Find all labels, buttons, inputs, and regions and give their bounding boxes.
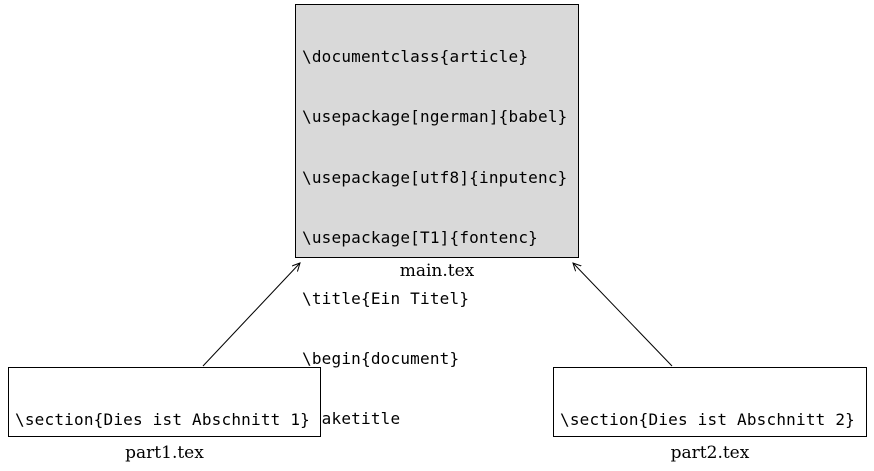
- part2-file-box: \section{Dies ist Abschnitt 2} Hier ein …: [553, 367, 867, 471]
- code-line: \usepackage[ngerman]{babel}: [302, 107, 568, 127]
- part1-file-box: \section{Dies ist Abschnitt 1} Hier ein …: [8, 367, 321, 471]
- arrow-part2-to-main: [573, 263, 673, 367]
- main-file-label: main.tex: [399, 261, 475, 281]
- code-line: \documentclass{article}: [302, 47, 529, 66]
- part1-file-label: part1.tex: [125, 443, 204, 463]
- code-line: \usepackage[utf8]{inputenc}: [302, 167, 568, 187]
- part2-file-label: part2.tex: [670, 443, 750, 463]
- code-line: \section{Dies ist Abschnitt 1}: [15, 410, 310, 429]
- main-file-box: \documentclass{article} \usepackage[nger…: [295, 4, 579, 471]
- code-line: \usepackage[T1]{fontenc}: [302, 228, 538, 248]
- code-line: \maketitle: [302, 409, 401, 429]
- code-line: \section{Dies ist Abschnitt 2}: [560, 410, 855, 429]
- code-line: Hier ein Absatz zum: [560, 469, 860, 471]
- arrow-part1-to-main: [202, 263, 300, 367]
- code-line: Hier ein Absatz zum: [15, 469, 314, 471]
- code-line: \title{Ein Titel}: [302, 288, 470, 308]
- code-line: \begin{document}: [302, 349, 460, 369]
- code-line: \tableofcontents: [302, 469, 572, 471]
